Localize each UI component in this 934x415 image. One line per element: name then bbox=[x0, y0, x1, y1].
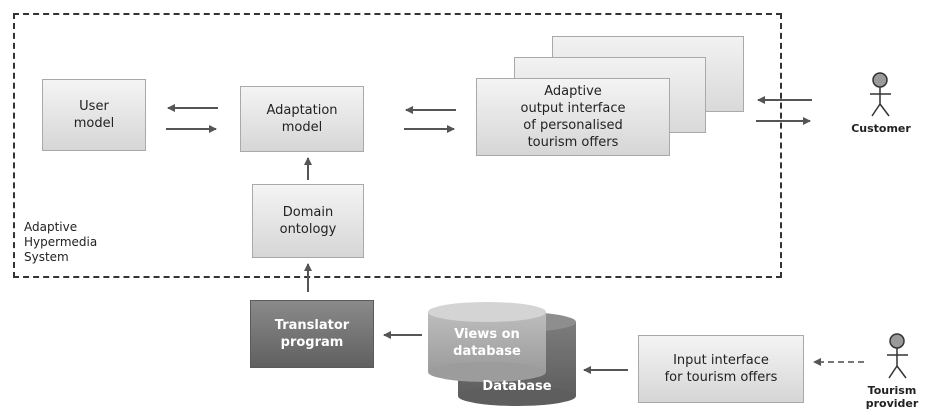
provider-actor-icon bbox=[887, 333, 908, 379]
system-label: Adaptive Hypermedia System bbox=[24, 220, 98, 264]
adaptive-hypermedia-system-boundary bbox=[13, 13, 782, 278]
adaptation-model-box: Adaptation model bbox=[240, 86, 364, 152]
domain-ontology-box: Domain ontology bbox=[252, 184, 364, 258]
translator-program-box: Translator program bbox=[250, 300, 374, 368]
user-model-box: User model bbox=[42, 79, 146, 151]
views-cylinder-icon bbox=[428, 302, 546, 382]
input-interface-box: Input interface for tourism offers bbox=[638, 335, 804, 403]
customer-actor-icon bbox=[870, 72, 891, 117]
tourism-provider-label: Tourism provider bbox=[865, 384, 919, 410]
customer-label: Customer bbox=[851, 122, 911, 135]
views-on-database-label: Views on database bbox=[453, 327, 521, 359]
output-interface-box: Adaptive output interface of personalise… bbox=[476, 78, 670, 156]
database-label: Database bbox=[482, 379, 552, 394]
